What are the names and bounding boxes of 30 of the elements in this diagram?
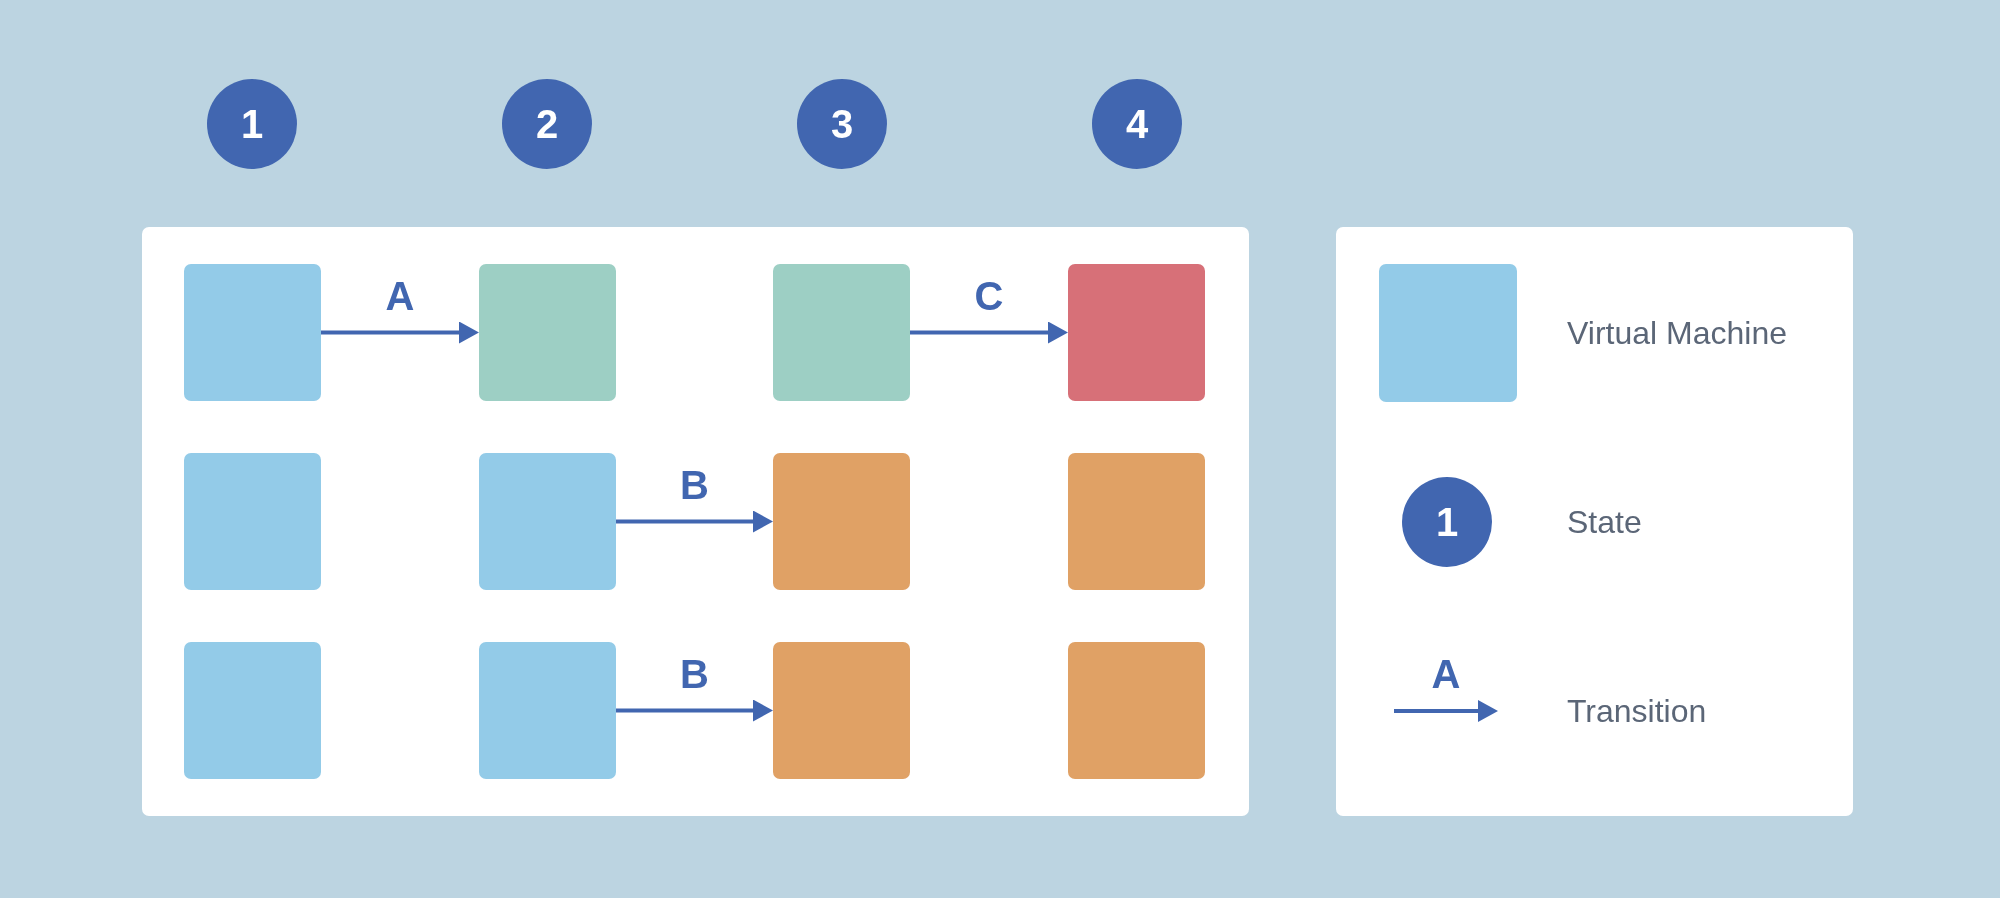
- transition-label: A: [1431, 654, 1461, 694]
- vm-square: [479, 642, 616, 779]
- vm-square: [184, 264, 321, 401]
- vm-square: [773, 642, 910, 779]
- vm-square: [1068, 453, 1205, 590]
- state-badge: 3: [797, 79, 887, 169]
- transition-label: C: [974, 275, 1004, 316]
- transition-arrow: [616, 699, 773, 722]
- transition-arrow: [616, 510, 773, 533]
- legend-label: Virtual Machine: [1567, 315, 1787, 351]
- vm-square: [1068, 264, 1205, 401]
- vm-square: [479, 264, 616, 401]
- grid-panel: [142, 227, 1249, 816]
- state-badge: 1: [207, 79, 297, 169]
- transition-arrow: [910, 321, 1068, 344]
- vm-square: [184, 453, 321, 590]
- transition-label: B: [680, 653, 709, 694]
- legend-label: State: [1567, 504, 1642, 540]
- state-badge: 4: [1092, 79, 1182, 169]
- vm-square: [773, 264, 910, 401]
- transition-label: B: [680, 464, 709, 505]
- vm-square: [184, 642, 321, 779]
- vm-square: [479, 453, 616, 590]
- state-badge: 2: [502, 79, 592, 169]
- transition-label: A: [385, 275, 415, 316]
- legend-label: Transition: [1567, 693, 1707, 729]
- vm-square: [1068, 642, 1205, 779]
- transition-arrow: [321, 321, 479, 344]
- vm-square: [773, 453, 910, 590]
- legend-state-badge: 1: [1402, 477, 1492, 567]
